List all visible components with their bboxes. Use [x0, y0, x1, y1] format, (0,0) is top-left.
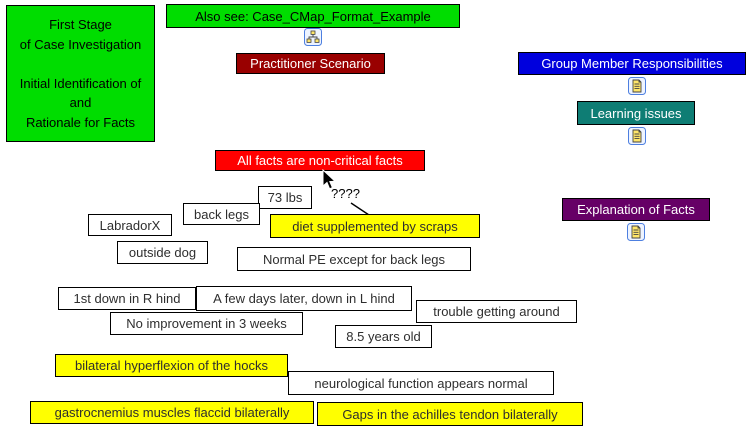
- node-73-lbs[interactable]: 73 lbs: [258, 186, 312, 209]
- node-diet-supplemented[interactable]: diet supplemented by scraps: [270, 214, 480, 238]
- node-trouble-getting-around[interactable]: trouble getting around: [416, 300, 577, 323]
- node-outside-dog[interactable]: outside dog: [117, 241, 208, 264]
- node-back-legs[interactable]: back legs: [183, 203, 260, 225]
- cmap-link-icon[interactable]: [304, 28, 322, 46]
- node-group-member-responsibilities[interactable]: Group Member Responsibilities: [518, 52, 746, 75]
- node-also-see[interactable]: Also see: Case_CMap_Format_Example: [166, 4, 460, 28]
- node-first-stage[interactable]: First Stage of Case Investigation Initia…: [6, 5, 155, 142]
- node-explanation-of-facts[interactable]: Explanation of Facts: [562, 198, 710, 221]
- document-icon[interactable]: [628, 77, 646, 95]
- node-labradorx[interactable]: LabradorX: [88, 214, 172, 236]
- node-gastrocnemius-flaccid[interactable]: gastrocnemius muscles flaccid bilaterall…: [30, 401, 314, 424]
- node-no-improvement[interactable]: No improvement in 3 weeks: [110, 312, 303, 335]
- document-icon[interactable]: [628, 127, 646, 145]
- document-icon[interactable]: [627, 223, 645, 241]
- node-few-days-l-hind[interactable]: A few days later, down in L hind: [196, 286, 412, 311]
- node-neurological-normal[interactable]: neurological function appears normal: [288, 371, 554, 395]
- link-phrase-label[interactable]: ????: [331, 186, 360, 201]
- node-normal-pe[interactable]: Normal PE except for back legs: [237, 247, 471, 271]
- node-years-old[interactable]: 8.5 years old: [335, 325, 432, 348]
- node-achilles-gaps[interactable]: Gaps in the achilles tendon bilaterally: [317, 402, 583, 426]
- node-all-facts-non-critical[interactable]: All facts are non-critical facts: [215, 150, 425, 171]
- node-learning-issues[interactable]: Learning issues: [577, 101, 695, 125]
- node-first-down-r-hind[interactable]: 1st down in R hind: [58, 287, 196, 310]
- node-practitioner-scenario[interactable]: Practitioner Scenario: [236, 53, 385, 74]
- node-bilateral-hyperflexion[interactable]: bilateral hyperflexion of the hocks: [55, 354, 288, 377]
